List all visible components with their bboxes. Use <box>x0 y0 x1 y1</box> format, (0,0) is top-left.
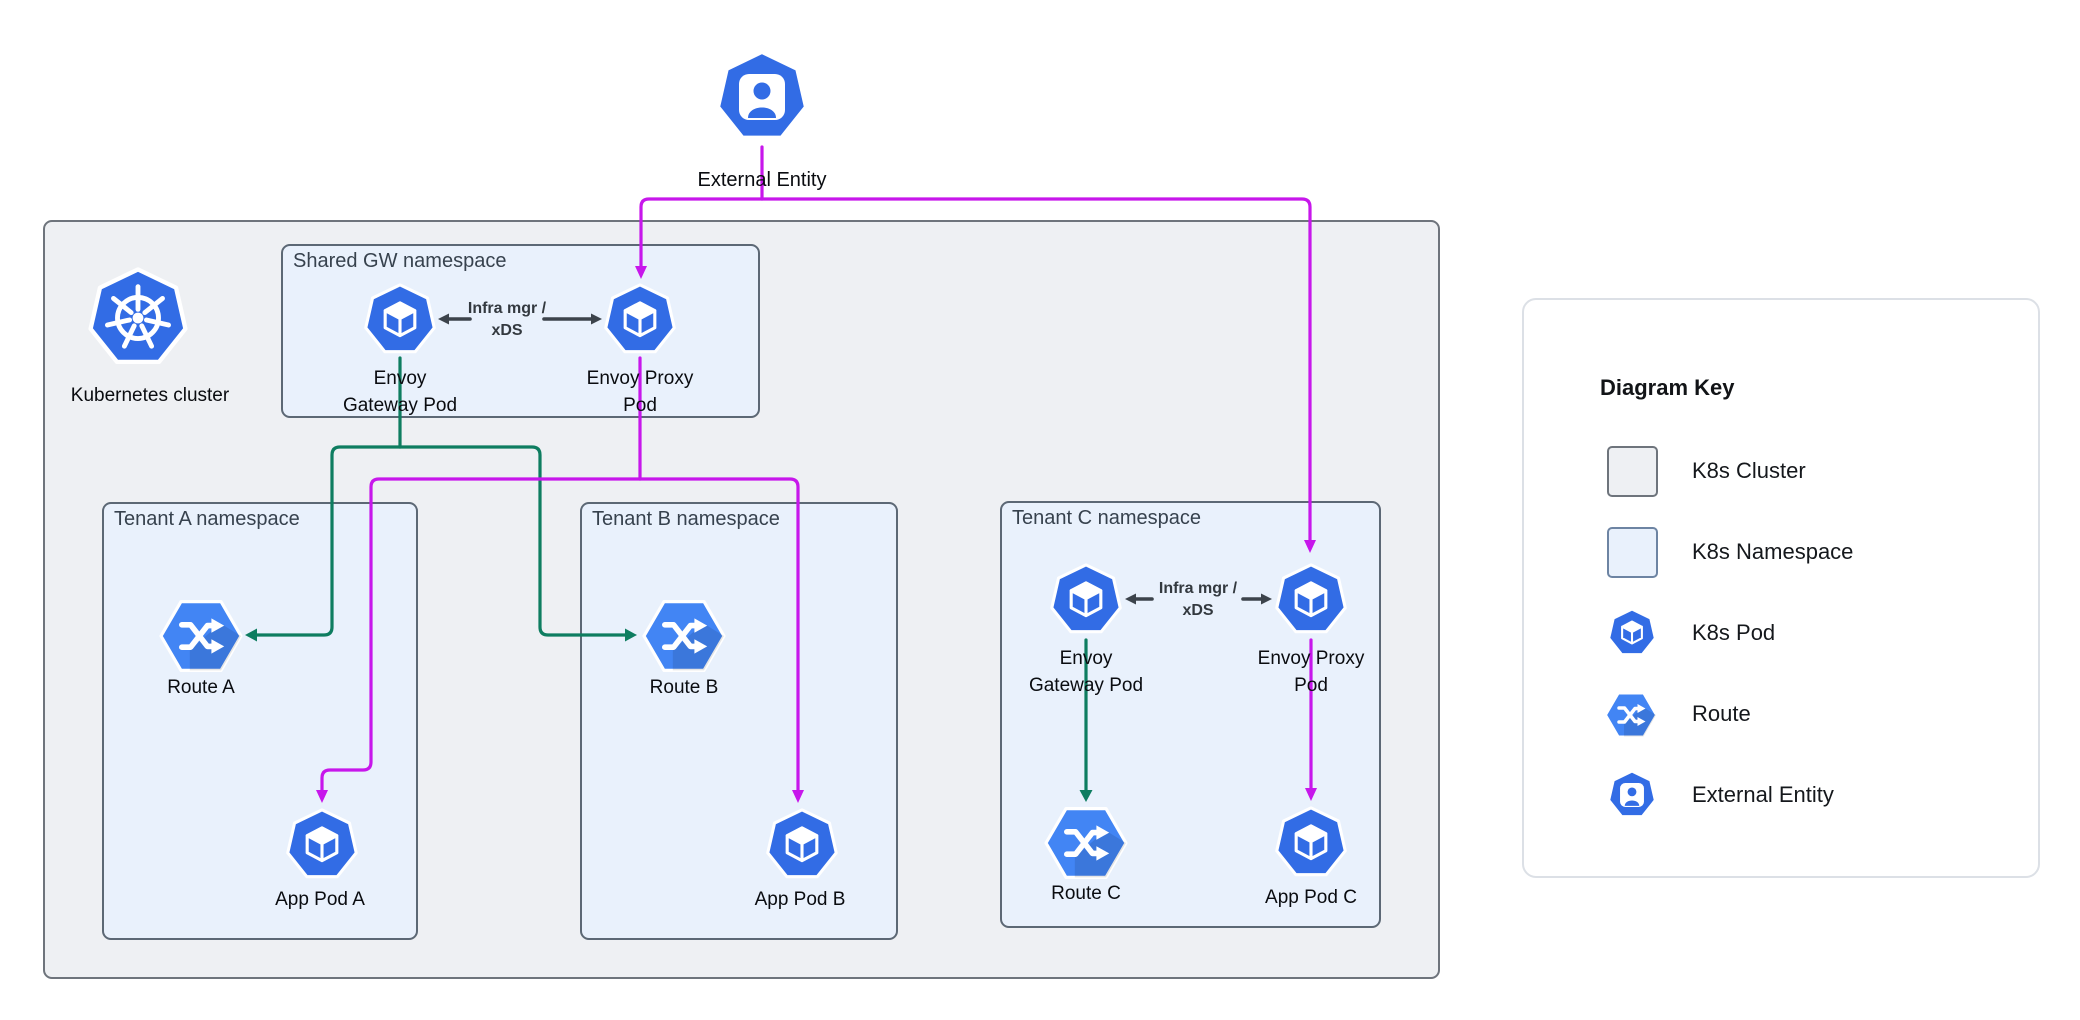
tenant-c-envoy-proxy-pod-label: Envoy Proxy Pod <box>1191 645 1431 699</box>
label-line: Infra mgr / <box>1158 580 1238 597</box>
tenant-a-namespace-box <box>102 502 418 940</box>
tenant-c-envoy-gateway-pod-icon <box>1047 561 1125 639</box>
key-cluster-label: K8s Cluster <box>1692 458 1806 483</box>
tenant-c-namespace-title: Tenant C namespace <box>1012 507 1202 529</box>
label-line: Envoy Proxy <box>1257 648 1365 669</box>
key-namespace-swatch <box>1607 527 1658 578</box>
label-line: xDS <box>1182 602 1214 619</box>
app-pod-a-icon <box>283 806 361 884</box>
shared-envoy-proxy-pod-label: Envoy Proxy Pod <box>520 365 760 419</box>
route-b-icon <box>640 596 728 676</box>
label-line: Pod <box>623 395 657 416</box>
label-line: Pod <box>1294 675 1328 696</box>
key-namespace-label: K8s Namespace <box>1692 539 1854 564</box>
shared-envoy-gateway-pod-label: Envoy Gateway Pod <box>280 365 520 419</box>
diagram-key-title: Diagram Key <box>1600 375 1735 400</box>
tenant-c-envoy-gateway-pod-label: Envoy Gateway Pod <box>966 645 1206 699</box>
label-line: xDS <box>491 322 523 339</box>
tenant-c-xds-edge-label: Infra mgr / xDS <box>1118 578 1278 622</box>
tenant-b-namespace-box <box>580 502 898 940</box>
kubernetes-cluster-label: Kubernetes cluster <box>70 385 230 406</box>
app-pod-b-label: App Pod B <box>754 889 846 910</box>
key-pod-label: K8s Pod <box>1692 620 1776 645</box>
label-line: Envoy <box>373 368 427 389</box>
key-route-icon <box>1603 690 1659 740</box>
route-a-icon <box>157 596 245 676</box>
app-pod-c-label: App Pod C <box>1265 887 1357 908</box>
shared-xds-edge-label: Infra mgr / xDS <box>427 298 587 342</box>
external-entity-label: External Entity <box>697 169 827 191</box>
shared-envoy-proxy-pod-icon <box>601 281 679 359</box>
tenant-b-namespace-title: Tenant B namespace <box>592 508 780 530</box>
key-route-label: Route <box>1692 701 1751 726</box>
shared-gw-namespace-box <box>281 244 760 418</box>
tenant-c-envoy-proxy-pod-icon <box>1272 561 1350 639</box>
shared-gw-namespace-title: Shared GW namespace <box>293 250 507 272</box>
key-cluster-swatch <box>1607 446 1658 497</box>
route-a-label: Route A <box>167 677 235 698</box>
kubernetes-logo-icon <box>84 264 192 372</box>
route-c-icon <box>1042 803 1130 883</box>
key-external-entity-icon <box>1606 769 1658 821</box>
app-pod-b-icon <box>763 806 841 884</box>
app-pod-a-label: App Pod A <box>275 889 365 910</box>
external-entity-icon <box>712 47 812 147</box>
route-c-label: Route C <box>1051 883 1121 904</box>
label-line: Gateway Pod <box>342 395 458 416</box>
key-pod-icon <box>1606 607 1658 659</box>
label-line: Envoy Proxy <box>586 368 694 389</box>
diagram-key-panel <box>1522 298 2040 878</box>
key-external-entity-label: External Entity <box>1692 782 1834 807</box>
app-pod-c-icon <box>1272 804 1350 882</box>
label-line: Infra mgr / <box>467 300 547 317</box>
route-b-label: Route B <box>649 677 719 698</box>
tenant-a-namespace-title: Tenant A namespace <box>114 508 300 530</box>
label-line: Envoy <box>1059 648 1113 669</box>
label-line: Gateway Pod <box>1028 675 1144 696</box>
